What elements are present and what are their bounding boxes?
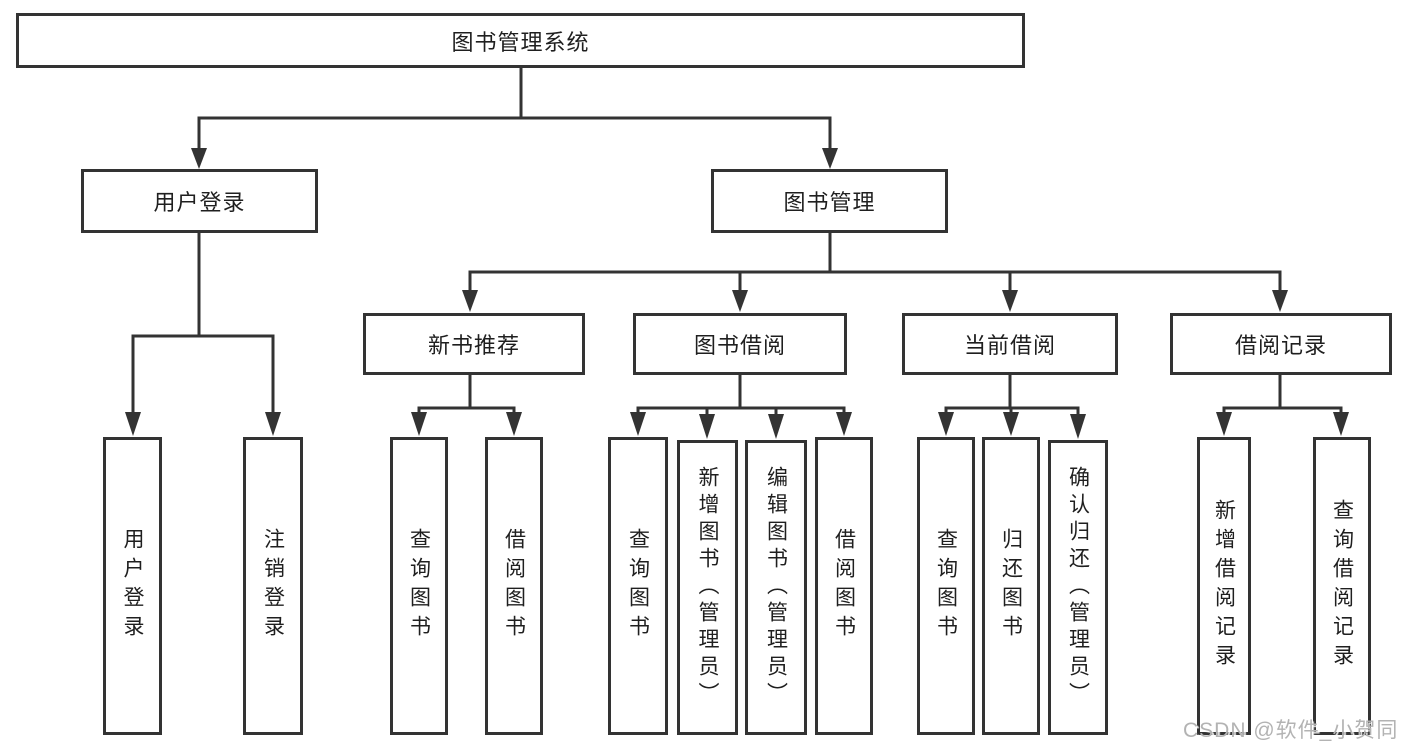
leaf-query-books-borrow: 查询图书 — [608, 437, 668, 735]
leaf-label: 用户登录 — [121, 528, 144, 644]
node-book-management: 图书管理 — [711, 169, 948, 233]
node-label: 借阅记录 — [1234, 333, 1327, 358]
connector-user-login-to-leaves — [125, 233, 281, 436]
node-label: 图书借阅 — [693, 333, 786, 358]
node-label: 图书管理 — [783, 190, 876, 215]
leaf-label: 借阅图书 — [502, 528, 526, 644]
leaf-query-books-current: 查询图书 — [917, 437, 975, 735]
leaf-add-books-admin: 新增图书（管理员） — [677, 440, 738, 735]
node-user-login: 用户登录 — [81, 169, 318, 233]
leaf-label: 查询图书 — [626, 528, 650, 644]
connector-book-borrow-to-leaves — [630, 375, 852, 439]
leaf-query-books-recommend: 查询图书 — [390, 437, 448, 735]
leaf-label: 编辑图书（管理员） — [764, 466, 788, 709]
leaf-label: 借阅图书 — [832, 528, 856, 644]
leaf-return-books: 归还图书 — [982, 437, 1040, 735]
leaf-confirm-return-admin: 确认归还（管理员） — [1048, 440, 1108, 735]
connector-book-management-to-level3 — [462, 233, 1288, 312]
connector-root-to-level2 — [191, 68, 838, 169]
leaf-user-login: 用户登录 — [103, 437, 162, 735]
leaf-add-borrow-record: 新增借阅记录 — [1197, 437, 1251, 735]
leaf-query-borrow-record: 查询借阅记录 — [1313, 437, 1371, 735]
leaf-edit-books-admin: 编辑图书（管理员） — [745, 440, 807, 735]
node-current-borrow: 当前借阅 — [902, 313, 1118, 375]
node-new-book-recommend: 新书推荐 — [363, 313, 585, 375]
leaf-label: 查询借阅记录 — [1330, 499, 1354, 673]
node-library-management-system: 图书管理系统 — [16, 13, 1025, 68]
node-label: 当前借阅 — [963, 333, 1056, 358]
leaf-logout: 注销登录 — [243, 437, 303, 735]
leaf-borrow-books: 借阅图书 — [815, 437, 873, 735]
node-label: 用户登录 — [153, 190, 246, 215]
leaf-label: 注销登录 — [261, 528, 285, 644]
leaf-label: 新增借阅记录 — [1212, 499, 1236, 673]
connector-borrow-records-to-leaves — [1216, 375, 1349, 436]
node-label: 图书管理系统 — [451, 29, 590, 55]
leaf-label: 新增图书（管理员） — [696, 466, 719, 709]
connector-current-borrow-to-leaves — [938, 375, 1086, 439]
node-book-borrow: 图书借阅 — [633, 313, 847, 375]
leaf-borrow-books-recommend: 借阅图书 — [485, 437, 543, 735]
leaf-label: 归还图书 — [999, 528, 1023, 644]
leaf-label: 确认归还（管理员） — [1066, 466, 1090, 709]
node-label: 新书推荐 — [427, 333, 520, 358]
node-borrow-records: 借阅记录 — [1170, 313, 1392, 375]
connector-new-book-to-leaves — [411, 375, 522, 436]
leaf-label: 查询图书 — [407, 528, 431, 644]
leaf-label: 查询图书 — [934, 528, 958, 644]
